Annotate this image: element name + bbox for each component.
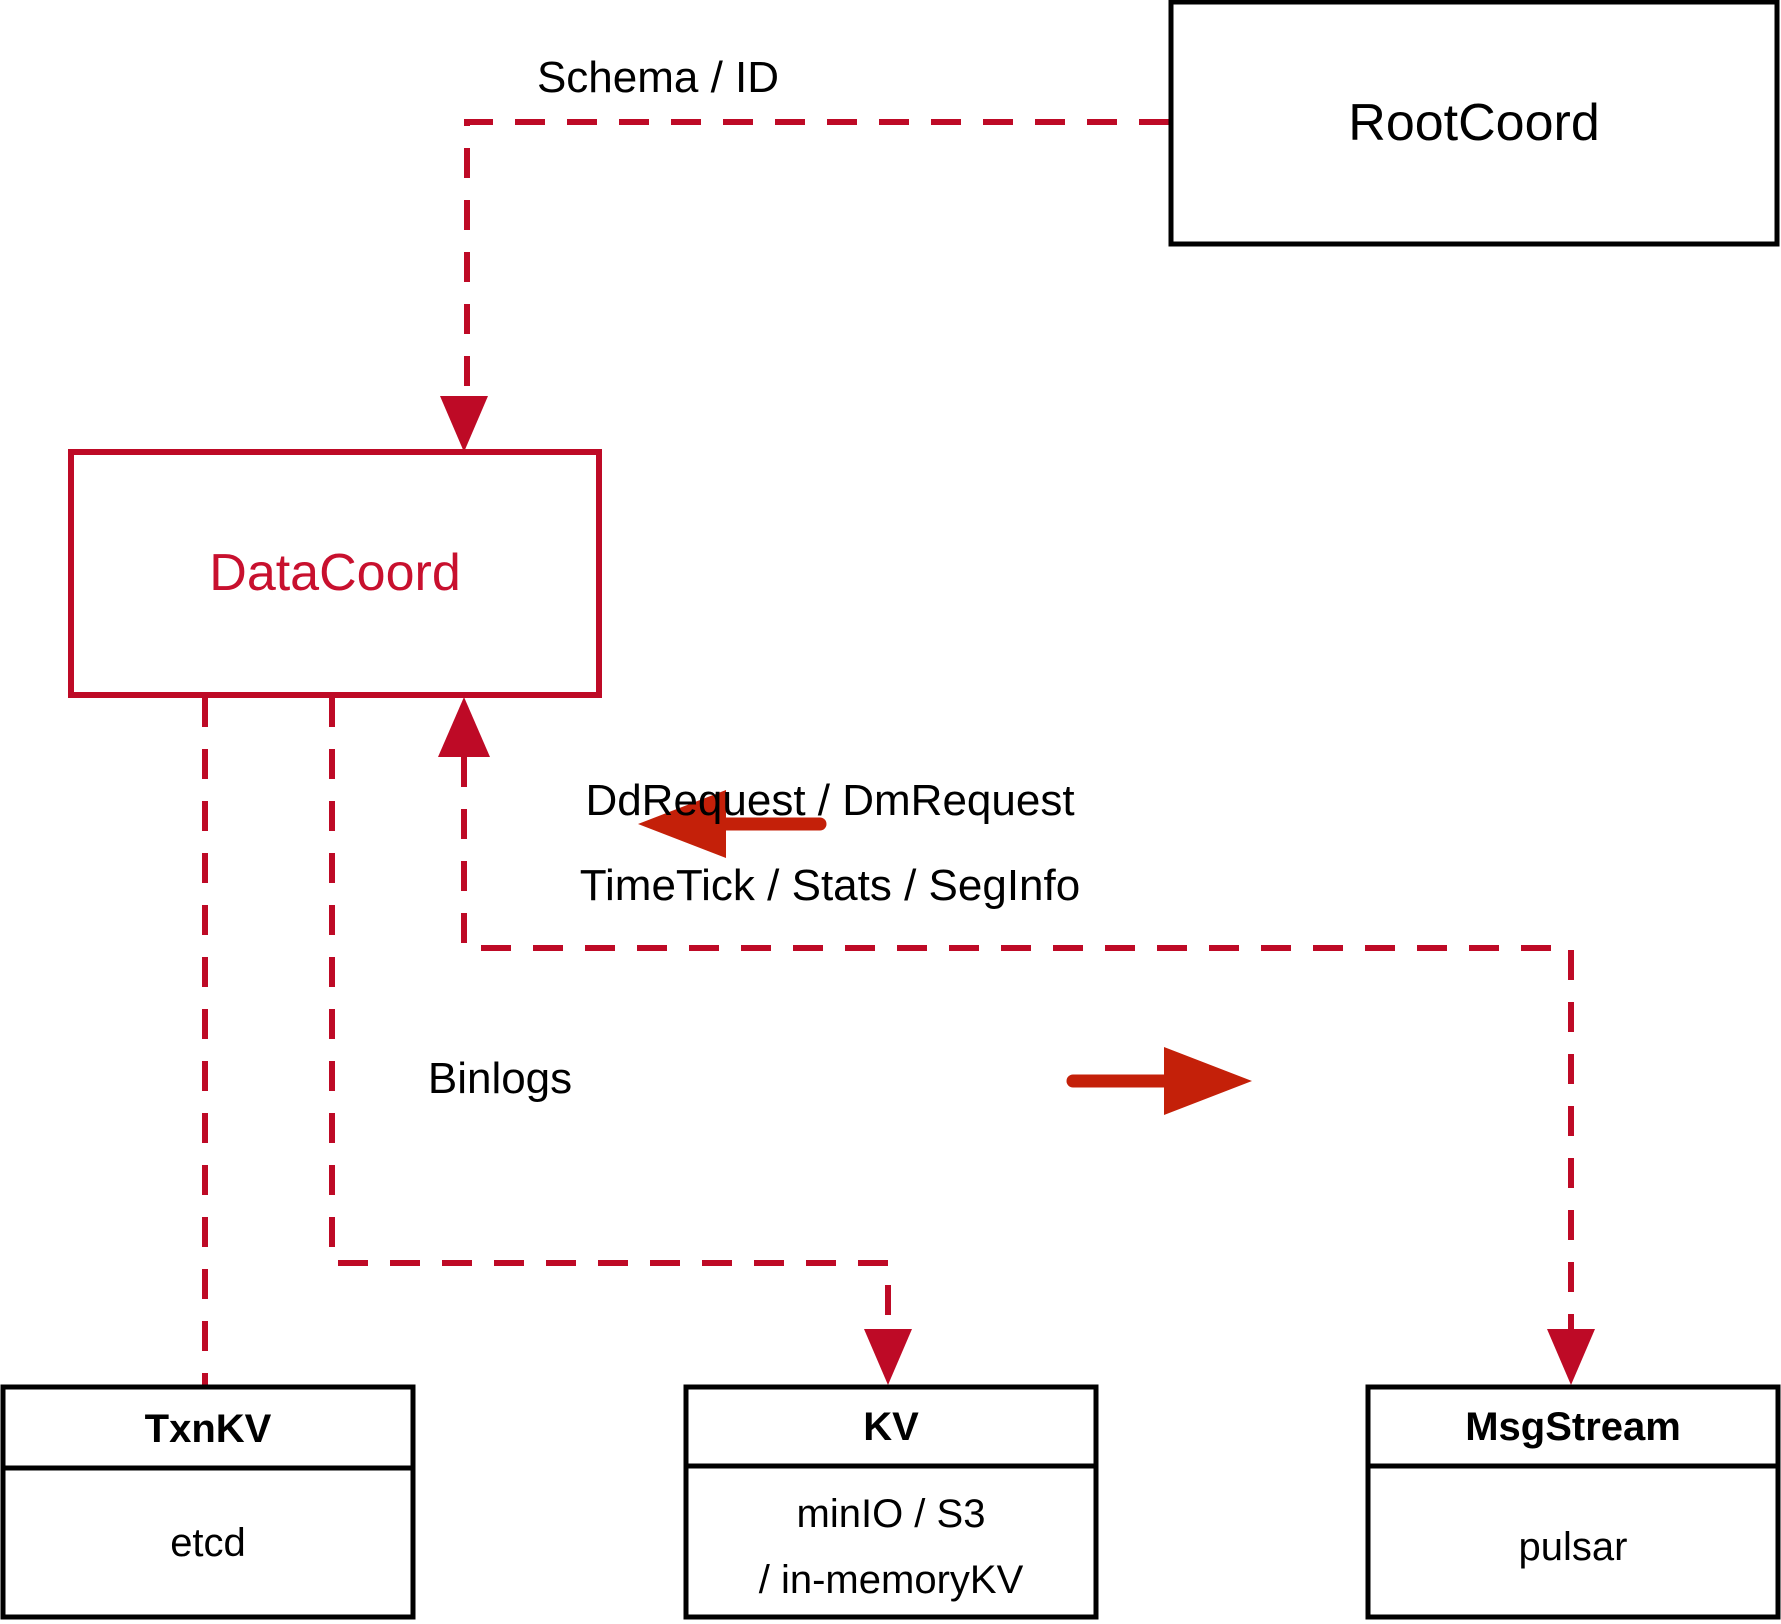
edge-msgstream-route — [438, 697, 1595, 1385]
node-msgstream-body: pulsar — [1519, 1525, 1628, 1569]
node-txnkv[interactable]: TxnKV etcd — [0, 1384, 416, 1620]
node-kv-box[interactable] — [683, 1384, 1099, 1620]
edge-schema-id-path — [464, 119, 1169, 424]
node-msgstream-header: MsgStream — [1465, 1405, 1681, 1449]
edge-binlogs-arrowhead — [864, 1329, 912, 1385]
direction-arrow-right-head — [1164, 1047, 1252, 1115]
node-txnkv-body: etcd — [170, 1521, 246, 1565]
edge-schema-id — [440, 119, 1169, 452]
node-kv-body-line1: minIO / S3 — [797, 1492, 986, 1536]
node-datacoord[interactable]: DataCoord — [68, 449, 602, 698]
node-msgstream[interactable]: MsgStream pulsar — [1365, 1384, 1781, 1620]
node-rootcoord-box[interactable] — [1168, 0, 1780, 247]
node-kv-body-line2: / in-memoryKV — [759, 1558, 1024, 1602]
edge-label-dd-dm-request: DdRequest / DmRequest — [585, 776, 1074, 825]
node-rootcoord-label: RootCoord — [1348, 94, 1599, 152]
node-msgstream-box[interactable] — [1365, 1384, 1781, 1620]
node-datacoord-box[interactable] — [68, 449, 602, 698]
node-datacoord-label: DataCoord — [209, 544, 460, 602]
direction-arrow-right — [1066, 1047, 1252, 1115]
edge-label-timetick-stats-seginfo: TimeTick / Stats / SegInfo — [580, 861, 1080, 910]
edge-label-schema-id: Schema / ID — [537, 53, 779, 102]
edge-binlogs-path — [329, 697, 891, 1352]
edge-binlogs — [329, 697, 912, 1385]
direction-arrow-left-head — [638, 790, 726, 858]
node-kv[interactable]: KV minIO / S3 / in-memoryKV — [683, 1384, 1099, 1620]
node-txnkv-box[interactable] — [0, 1384, 416, 1620]
node-rootcoord[interactable]: RootCoord — [1168, 0, 1780, 247]
edge-ddrequest-arrowhead — [438, 697, 490, 757]
node-txnkv-header: TxnKV — [145, 1407, 272, 1451]
direction-arrow-left — [638, 790, 827, 858]
node-kv-header: KV — [863, 1405, 919, 1449]
edge-label-binlogs: Binlogs — [428, 1054, 572, 1103]
edge-msgstream-route-path — [461, 757, 1574, 1352]
edge-timetick-arrowhead — [1547, 1329, 1595, 1385]
